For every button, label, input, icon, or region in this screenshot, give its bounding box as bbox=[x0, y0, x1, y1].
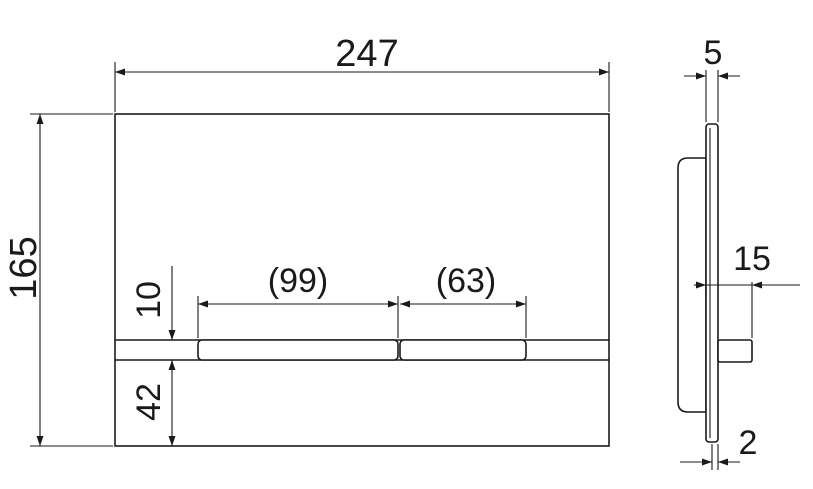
offset-label: 15 bbox=[733, 240, 771, 278]
gap-label: 10 bbox=[130, 281, 168, 319]
height-label: 165 bbox=[3, 236, 45, 299]
width-label: 247 bbox=[335, 33, 398, 75]
depth-label: 2 bbox=[739, 424, 758, 462]
button-large-label: (99) bbox=[268, 262, 328, 300]
push-rod bbox=[717, 339, 753, 363]
flush-button-small bbox=[399, 339, 527, 361]
thickness-label: 5 bbox=[704, 34, 723, 72]
front-view: 247 165 10 42 (99) (63) bbox=[3, 33, 610, 447]
button-small-label: (63) bbox=[436, 262, 496, 300]
flush-button-large bbox=[197, 339, 399, 361]
plate-outline bbox=[114, 113, 610, 447]
rear-body bbox=[677, 157, 707, 413]
front-plate bbox=[705, 123, 719, 443]
bottom-label: 42 bbox=[130, 383, 168, 421]
side-view: 5 15 2 bbox=[677, 34, 800, 470]
